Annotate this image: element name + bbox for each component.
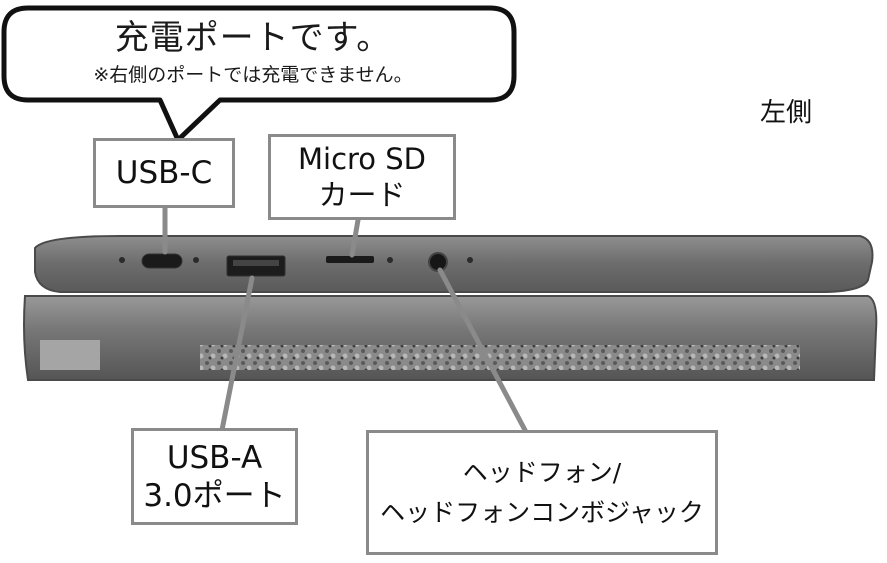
usb-c-port [141, 253, 183, 269]
headphone-jack [428, 252, 448, 272]
label-line: 3.0ポート [143, 477, 286, 514]
port-icon-dot [119, 257, 125, 263]
usb-a-inner [233, 260, 279, 266]
port-icon-dot [193, 257, 199, 263]
port-icon-dot [467, 257, 473, 263]
label-headphone: ヘッドフォン/ ヘッドフォンコンボジャック [366, 430, 718, 555]
screen-strip [200, 345, 800, 370]
label-line: USB-C [115, 155, 213, 191]
label-line: Micro SD [297, 142, 426, 176]
leader-sd [349, 217, 361, 258]
leader-usba [219, 275, 255, 433]
screen-strip-left [40, 340, 100, 370]
speech-bubble [1, 5, 517, 143]
label-microsd: Micro SD カード [268, 134, 456, 220]
label-line: ヘッドフォン/ [462, 457, 622, 487]
label-line: USB-A [166, 439, 263, 476]
laptop-lid [34, 235, 874, 293]
label-usb-a: USB-A 3.0ポート [131, 428, 298, 525]
bubble-note: ※右側のポートでは充電できません。 [93, 64, 413, 86]
microsd-slot [326, 256, 374, 263]
label-usb-c: USB-C [93, 138, 235, 208]
bubble-title: 充電ポートです。 [114, 18, 392, 58]
label-line: ヘッドフォンコンボジャック [380, 497, 704, 527]
side-label: 左側 [760, 98, 813, 128]
leader-headphone [437, 267, 529, 435]
label-line: カード [318, 178, 406, 212]
port-icon-dot [387, 257, 393, 263]
